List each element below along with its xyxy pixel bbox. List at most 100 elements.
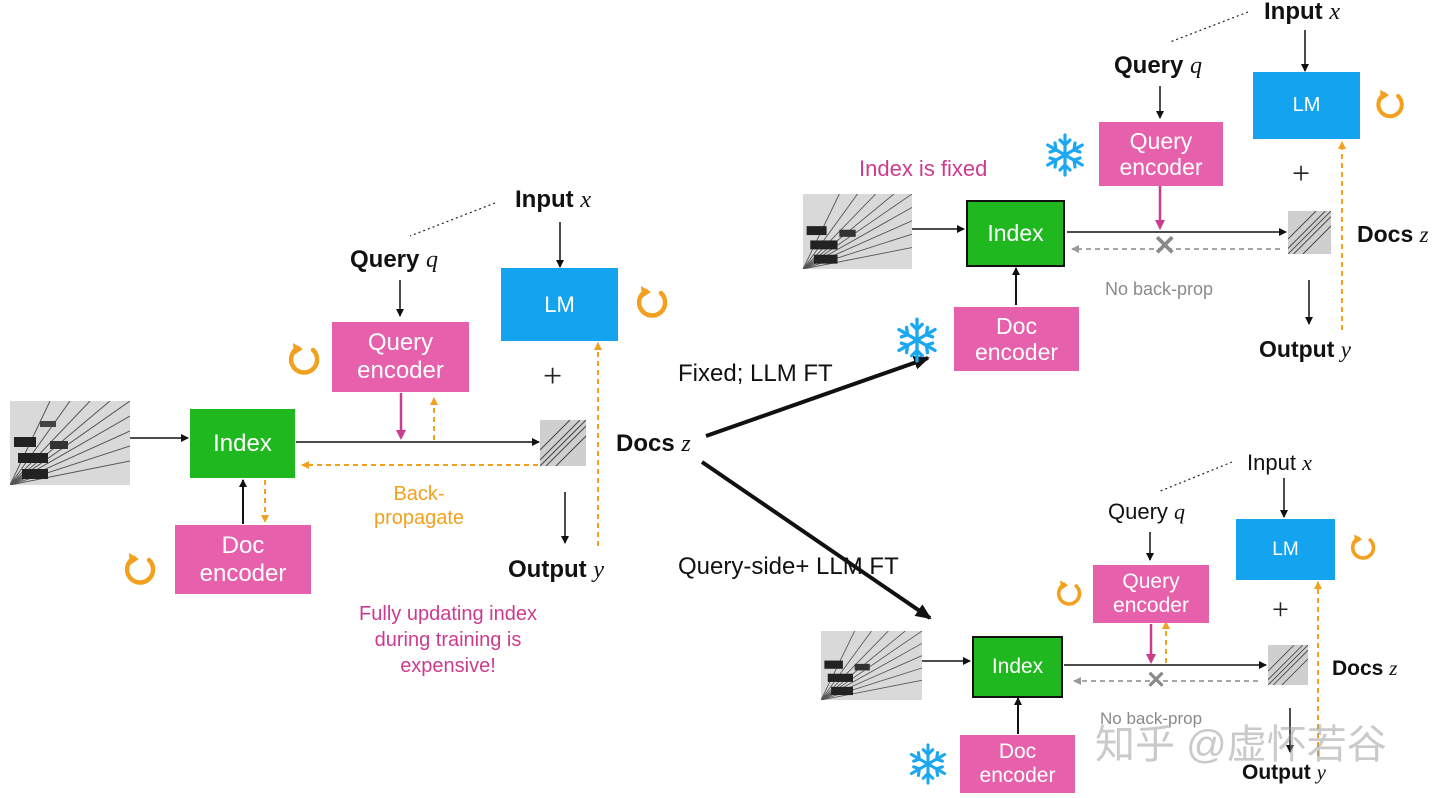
tr-index-label: Index xyxy=(987,220,1044,247)
tr-lm-label: LM xyxy=(1292,94,1321,116)
left-doc-encoder-line1: Doc xyxy=(221,531,265,559)
left-query-encoder: Query encoder xyxy=(332,322,469,392)
br-query-text: Query xyxy=(1108,499,1168,524)
tr-query-encoder: Query encoder xyxy=(1099,122,1223,186)
br-input-var: x xyxy=(1302,450,1312,475)
tr-query-label: Query q xyxy=(1114,52,1202,80)
left-query-encoder-line1: Query xyxy=(367,329,434,357)
br-output-var: y xyxy=(1316,760,1326,784)
br-query-encoder-line2: encoder xyxy=(1113,594,1189,617)
tr-input-label: Input x xyxy=(1264,0,1340,26)
tr-input-text: Input xyxy=(1264,0,1323,25)
br-output-label: Output y xyxy=(1242,760,1326,785)
left-docs-thumbnail xyxy=(540,420,586,466)
br-docs-label: Docs z xyxy=(1332,656,1397,681)
top-right-connectors xyxy=(912,11,1346,330)
tr-query-text: Query xyxy=(1114,52,1184,79)
refresh-cycle-icon xyxy=(632,283,672,328)
left-cost-note-line1: Fully updating index xyxy=(359,603,537,625)
tr-doc-encoder-line1: Doc xyxy=(996,312,1037,339)
left-plus-sign: + xyxy=(543,358,563,395)
left-output-text: Output xyxy=(508,556,587,583)
left-lm-box: LM xyxy=(501,268,618,341)
br-output-text: Output xyxy=(1242,761,1311,784)
tr-corpus-thumbnail xyxy=(803,194,912,269)
snowflake-icon xyxy=(906,742,950,791)
left-corpus-thumbnail xyxy=(10,401,130,485)
left-index-label: Index xyxy=(213,429,272,457)
left-backprop-label: Back- propagate xyxy=(362,482,476,530)
left-query-text: Query xyxy=(350,246,420,273)
tr-index-box: Index xyxy=(966,200,1065,267)
snowflake-icon xyxy=(893,316,941,369)
tr-query-encoder-line2: encoder xyxy=(1119,154,1203,180)
center-docs-label: Docs z xyxy=(616,430,691,458)
tr-docs-label: Docs z xyxy=(1357,221,1429,248)
branch-arrow-bottom xyxy=(700,460,932,620)
bottom-right-connectors xyxy=(922,461,1322,756)
br-query-encoder-line1: Query xyxy=(1122,569,1180,593)
tr-query-encoder-line1: Query xyxy=(1129,127,1193,154)
refresh-cycle-icon xyxy=(1347,532,1379,569)
br-query-encoder: Query encoder xyxy=(1093,565,1209,623)
left-index-box: Index xyxy=(190,409,295,478)
left-doc-encoder: Doc encoder xyxy=(175,525,311,594)
br-lm-box: LM xyxy=(1236,519,1335,580)
left-output-var: y xyxy=(593,557,604,583)
tr-output-text: Output xyxy=(1259,336,1335,362)
tr-index-fixed-note: Index is fixed xyxy=(859,156,988,181)
left-backprop-line2: propagate xyxy=(373,507,465,529)
branch-top-label: Fixed; LLM FT xyxy=(678,360,833,387)
branch-arrow-top xyxy=(705,356,930,438)
br-input-label: Input x xyxy=(1247,450,1312,476)
left-output-label: Output y xyxy=(508,556,604,584)
br-doc-encoder-line2: encoder xyxy=(979,764,1056,787)
refresh-cycle-icon xyxy=(1372,87,1408,128)
br-docs-var: z xyxy=(1389,656,1398,680)
br-blocked-x-icon: ✕ xyxy=(1146,667,1167,694)
br-corpus-thumbnail xyxy=(821,631,922,700)
tr-no-backprop: No back-prop xyxy=(1105,279,1214,299)
left-lm-label: LM xyxy=(544,291,575,317)
br-input-text: Input xyxy=(1247,450,1296,475)
tr-plus-sign: + xyxy=(1292,155,1311,191)
left-panel-connectors xyxy=(130,202,602,546)
br-doc-encoder: Doc encoder xyxy=(960,735,1075,793)
br-index-box: Index xyxy=(972,636,1063,698)
tr-doc-encoder-line2: encoder xyxy=(974,339,1059,365)
left-cost-note-line2: during training is xyxy=(374,629,522,651)
br-no-backprop: No back-prop xyxy=(1100,709,1203,728)
br-query-var: q xyxy=(1174,499,1186,524)
br-doc-encoder-line1: Doc xyxy=(998,739,1037,763)
refresh-cycle-icon xyxy=(120,550,160,595)
left-query-encoder-line2: encoder xyxy=(357,357,444,384)
left-input-label: Input x xyxy=(515,186,591,214)
center-docs-text: Docs xyxy=(616,430,675,457)
left-input-var: x xyxy=(580,187,591,213)
refresh-cycle-icon xyxy=(1053,578,1085,615)
tr-docs-thumbnail xyxy=(1288,211,1331,254)
tr-doc-encoder: Doc encoder xyxy=(954,307,1079,371)
left-query-label: Query q xyxy=(350,246,438,274)
center-docs-var: z xyxy=(681,431,691,457)
br-docs-text: Docs xyxy=(1332,657,1384,680)
snowflake-icon xyxy=(1042,132,1088,183)
br-index-label: Index xyxy=(991,654,1044,678)
left-query-var: q xyxy=(426,247,439,273)
br-query-label: Query q xyxy=(1108,499,1185,525)
left-input-text: Input xyxy=(515,186,574,213)
br-lm-label: LM xyxy=(1272,538,1299,560)
tr-output-label: Output y xyxy=(1259,336,1351,363)
left-backprop-line1: Back- xyxy=(393,483,445,505)
left-cost-note-line3: expensive! xyxy=(400,655,496,677)
br-plus-sign: + xyxy=(1272,593,1289,626)
tr-lm-box: LM xyxy=(1253,72,1360,139)
tr-blocked-x-icon: ✕ xyxy=(1153,230,1177,261)
tr-docs-text: Docs xyxy=(1357,221,1414,247)
tr-output-var: y xyxy=(1340,337,1351,362)
tr-query-var: q xyxy=(1190,53,1203,79)
branch-bottom-label: Query-side+ LLM FT xyxy=(678,553,899,580)
br-docs-thumbnail xyxy=(1268,645,1308,685)
left-cost-note: Fully updating index during training is … xyxy=(330,601,566,679)
